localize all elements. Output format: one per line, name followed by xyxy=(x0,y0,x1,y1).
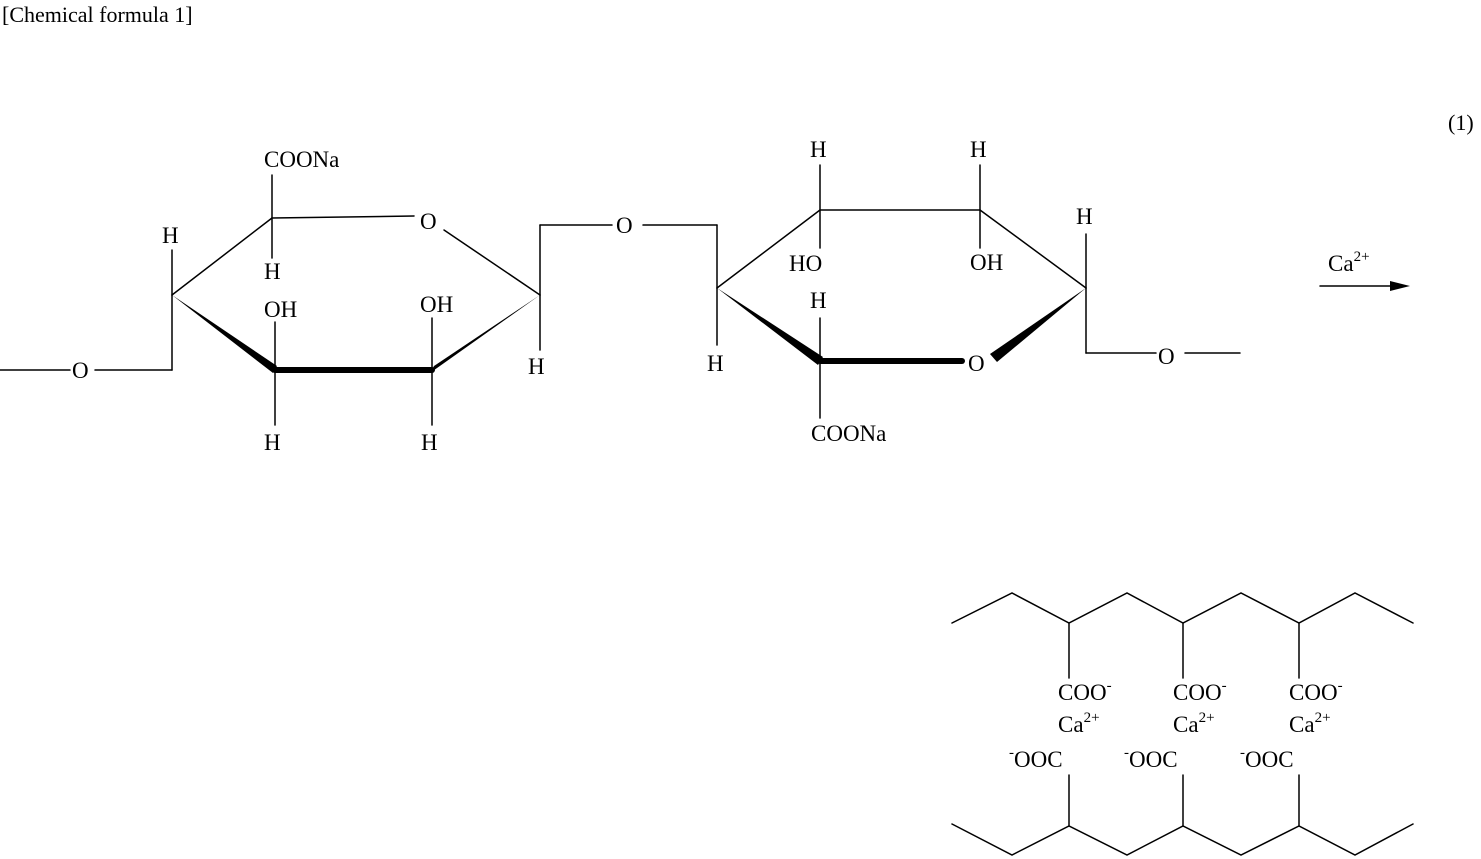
left-sugar-ring: O H COONa H O OH OH H H H xyxy=(0,147,545,455)
right-ring-c3-hydroxyl: HO xyxy=(789,251,822,276)
right-ring-c5-hydrogen: H xyxy=(1076,204,1093,229)
upper-polymer-backbone xyxy=(952,593,1413,623)
right-carboxylate-label: COONa xyxy=(811,421,886,446)
right-ring-c1-hydrogen: H xyxy=(707,351,724,376)
calcium-ion-3: Ca2+ xyxy=(1289,710,1331,737)
left-ring-c2-hydroxyl: OH xyxy=(264,297,297,322)
right-ring-c4-hydroxyl: OH xyxy=(970,250,1003,275)
lower-carboxylate-3: -OOC xyxy=(1240,745,1294,772)
glycosidic-linkage: O xyxy=(540,213,717,295)
right-sugar-ring: H H HO OH H O H H COONa O xyxy=(707,137,1240,446)
product-structure: COO- COO- COO- Ca2+ Ca2+ Ca2+ -OOC -OOC … xyxy=(952,593,1413,855)
lower-carboxylate-1: -OOC xyxy=(1009,745,1063,772)
right-ring-c3-hydrogen: H xyxy=(810,137,827,162)
upper-carboxylate-1: COO- xyxy=(1058,678,1112,705)
left-chain-oxygen: O xyxy=(72,358,89,383)
equation-number: (1) xyxy=(1448,110,1474,135)
calcium-ion-2: Ca2+ xyxy=(1173,710,1215,737)
left-ring-c2-hydrogen: H xyxy=(264,430,281,455)
upper-carboxylate-2: COO- xyxy=(1173,678,1227,705)
left-ring-oxygen: O xyxy=(420,209,437,234)
right-ring-oxygen: O xyxy=(968,351,985,376)
right-ring-c4-hydrogen: H xyxy=(970,137,987,162)
reaction-arrow: Ca2+ xyxy=(1320,249,1410,291)
left-ring-c4-hydrogen: H xyxy=(264,259,281,284)
calcium-ion-1: Ca2+ xyxy=(1058,710,1100,737)
left-carboxylate-label: COONa xyxy=(264,147,339,172)
reagent-label: Ca2+ xyxy=(1328,249,1370,276)
left-ring-c5-hydrogen: H xyxy=(162,223,179,248)
formula-caption: [Chemical formula 1] xyxy=(2,2,193,27)
left-ring-c3-hydroxyl: OH xyxy=(420,292,453,317)
upper-carboxylate-3: COO- xyxy=(1289,678,1343,705)
lower-carboxylate-2: -OOC xyxy=(1124,745,1178,772)
lower-polymer-backbone xyxy=(952,824,1413,855)
right-chain-oxygen: O xyxy=(1158,344,1175,369)
right-ring-c2-hydrogen: H xyxy=(810,288,827,313)
left-ring-c1-hydrogen: H xyxy=(528,354,545,379)
left-ring-c3-hydrogen: H xyxy=(421,430,438,455)
bridge-oxygen: O xyxy=(616,213,633,238)
